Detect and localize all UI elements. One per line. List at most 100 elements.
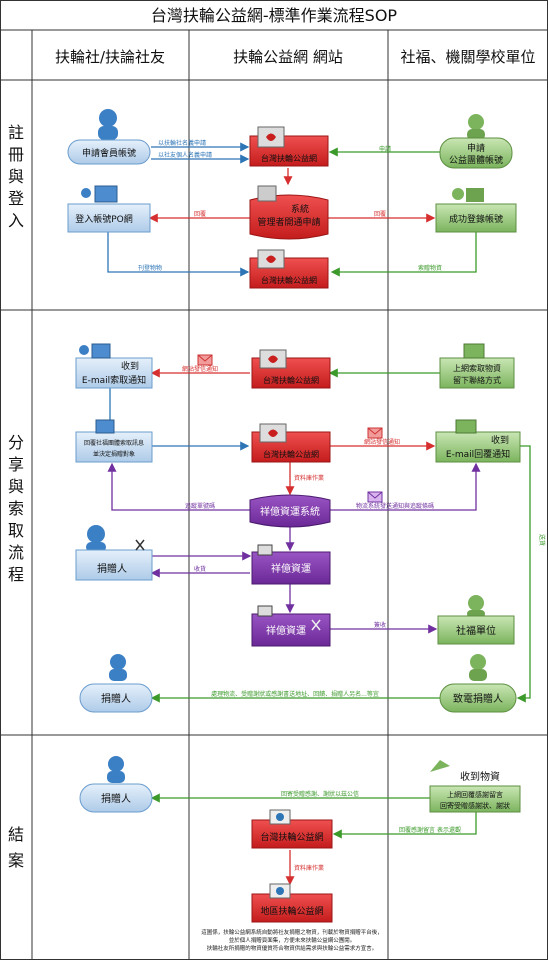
node-welfare-unit: 社福單位: [437, 595, 515, 645]
svg-text:管理者開通申請: 管理者開通申請: [257, 216, 320, 228]
svg-text:與: 與: [8, 167, 24, 186]
node-email-request: 收到 E-mail索取通知: [75, 343, 153, 389]
svg-text:台灣扶輪公益網: 台灣扶輪公益網: [261, 153, 317, 163]
label-goods-info: 索贈物資: [418, 264, 442, 272]
svg-text:捐贈人: 捐贈人: [101, 792, 131, 805]
node-thank-call: 致電捐贈人: [439, 654, 517, 713]
label-ship: 收貨: [194, 565, 206, 573]
svg-text:E-mail索取通知: E-mail索取通知: [82, 374, 146, 386]
svg-text:台灣扶輪公益網: 台灣扶輪公益網: [260, 831, 323, 843]
node-system-admin: 系統 管理者開通申請: [249, 185, 329, 240]
node-site-2: 台灣扶輪公益網: [249, 249, 329, 289]
svg-text:結: 結: [8, 825, 24, 844]
svg-text:收到物資: 收到物資: [460, 770, 500, 783]
node-site-6: 地區扶輪公益網: [251, 883, 333, 923]
svg-text:E-mail回覆通知: E-mail回覆通知: [446, 448, 510, 460]
svg-text:捐贈人: 捐贈人: [97, 562, 127, 575]
svg-text:案: 案: [8, 851, 24, 870]
svg-text:成功登錄帳號: 成功登錄帳號: [449, 213, 503, 225]
svg-text:祥億資運: 祥億資運: [271, 562, 311, 575]
svg-text:與: 與: [8, 477, 24, 496]
tools-icon: [311, 619, 321, 631]
svg-text:扶輪社友所捐贈的物資優質符合物資供給需求與扶輪公益需求方宣言: 扶輪社友所捐贈的物資優質符合物資供給需求與扶輪公益需求方宣言。: [207, 944, 378, 952]
node-donor-2: 捐贈人: [79, 654, 153, 713]
svg-text:登入帳號PO網: 登入帳號PO網: [75, 213, 133, 225]
label-email-notice-1: 網站發信通知: [182, 365, 218, 373]
column-header-right: 社福、機關學校單位: [400, 48, 535, 66]
svg-text:祥億資運: 祥億資運: [266, 624, 306, 637]
connectors-share: [105, 368, 531, 703]
label-reply-left: 回覆: [194, 211, 206, 218]
node-site-5: 台灣扶輪公益網: [251, 809, 333, 849]
label-thanks-msg: 處理物流、受贈謝狀或感謝書送地址、回饋、捐贈人另名...等宜: [211, 690, 379, 698]
svg-text:索: 索: [8, 499, 24, 518]
svg-text:並於個人捐贈頁面集，方便未來扶輪公益網公團閱。: 並於個人捐贈頁面集，方便未來扶輪公益網公團閱。: [229, 936, 356, 944]
row-label-share: 分 享 與 索 取 流 程: [8, 433, 24, 584]
label-club-apply: 以扶輪社名義申請: [158, 139, 206, 147]
node-apply-group: 申請 公益團體帳號: [439, 114, 513, 169]
heart-icon: [268, 429, 278, 437]
person-carry-icon: [430, 760, 450, 772]
row-label-close: 結 案: [8, 825, 24, 870]
svg-text:回寄受贈感謝狀、謝狀: 回寄受贈感謝狀、謝狀: [440, 801, 510, 810]
node-reply-decision: 回覆社福團體索取訊息 並決定捐贈對象: [75, 419, 153, 463]
footnote: 這圖係，扶輪公益網系統自動將社友捐贈之物資，刊載於物資捐贈平台後， 並於個人捐贈…: [201, 928, 383, 952]
node-xiangyi-ship-1: 祥億資運: [251, 544, 331, 585]
globe-icon: [276, 813, 284, 821]
node-site-1: 台灣扶輪公益網: [249, 126, 329, 167]
svg-text:捐贈人: 捐贈人: [101, 692, 131, 705]
mail-icon: [367, 427, 383, 439]
node-post-request: 上網索取物資 留下聯絡方式: [439, 343, 515, 389]
svg-text:享: 享: [8, 455, 24, 474]
label-sign: 簽收: [374, 621, 386, 629]
label-reply-right: 回覆: [374, 211, 386, 218]
connectors-close: [150, 793, 477, 886]
svg-text:冊: 冊: [8, 145, 24, 164]
node-xiangyi-system: 祥億資運系統: [249, 494, 331, 528]
mail-icon: [367, 491, 383, 503]
svg-text:程: 程: [8, 565, 24, 584]
forklift-icon: [257, 605, 273, 617]
svg-text:致電捐贈人: 致電捐贈人: [453, 692, 503, 705]
label-member-apply: 以社友個人名義申請: [158, 151, 212, 159]
svg-text:公益團體帳號: 公益團體帳號: [449, 154, 503, 166]
label-data-op-2: 資料庫作業: [294, 864, 324, 872]
label-deliver: 送貨: [538, 534, 546, 546]
label-email-notice-2: 網站發信通知: [364, 438, 400, 446]
tools-icon: [135, 539, 145, 551]
label-reply-thanks: 回寄受贈感謝、謝狀以茲公信: [281, 790, 359, 798]
node-apply-member: 申請會員帳號: [67, 109, 151, 165]
svg-text:社福單位: 社福單位: [456, 624, 496, 637]
node-got-goods: 收到物資 上網回覆感謝留言 回寄受贈感謝狀、謝狀: [429, 760, 521, 813]
heart-icon: [266, 133, 276, 141]
column-header-middle: 扶輪公益網 網站: [233, 48, 343, 66]
svg-text:申請: 申請: [467, 142, 485, 154]
svg-text:並決定捐贈對象: 並決定捐贈對象: [93, 450, 135, 458]
globe-icon: [276, 887, 284, 895]
heart-icon: [268, 355, 278, 363]
node-donor-3: 捐贈人: [79, 756, 153, 813]
svg-text:流: 流: [8, 543, 24, 562]
svg-text:留下聯絡方式: 留下聯絡方式: [453, 375, 501, 385]
node-email-reply: 收到 E-mail回覆通知: [435, 419, 521, 463]
svg-text:申請會員帳號: 申請會員帳號: [82, 147, 136, 159]
connectors-register: [107, 142, 477, 277]
heart-icon: [266, 255, 276, 263]
svg-text:收到: 收到: [491, 434, 509, 446]
svg-text:台灣扶輪公益網: 台灣扶輪公益網: [263, 449, 319, 459]
node-login-po: 登入帳號PO網: [67, 185, 151, 233]
svg-text:系統: 系統: [291, 203, 309, 215]
label-tracking: 追蹤單號碼: [185, 502, 215, 510]
label-post-goods: 刊登物物: [138, 264, 162, 272]
svg-text:註: 註: [8, 123, 24, 142]
label-data-op-1: 資料庫作業: [294, 474, 324, 482]
svg-text:這圖係，扶輪公益網系統自動將社友捐贈之物資，刊載於物資捐贈平: 這圖係，扶輪公益網系統自動將社友捐贈之物資，刊載於物資捐贈平台後，: [201, 928, 383, 936]
svg-text:上網回覆感謝留言: 上網回覆感謝留言: [447, 790, 503, 799]
column-header-left: 扶輪社/扶論社友: [55, 48, 165, 66]
label-apply: 申請: [379, 145, 391, 153]
svg-text:回覆社福團體索取訊息: 回覆社福團體索取訊息: [84, 439, 144, 447]
node-site-3: 台灣扶輪公益網: [251, 349, 331, 389]
node-site-4: 台灣扶輪公益網: [251, 423, 331, 463]
